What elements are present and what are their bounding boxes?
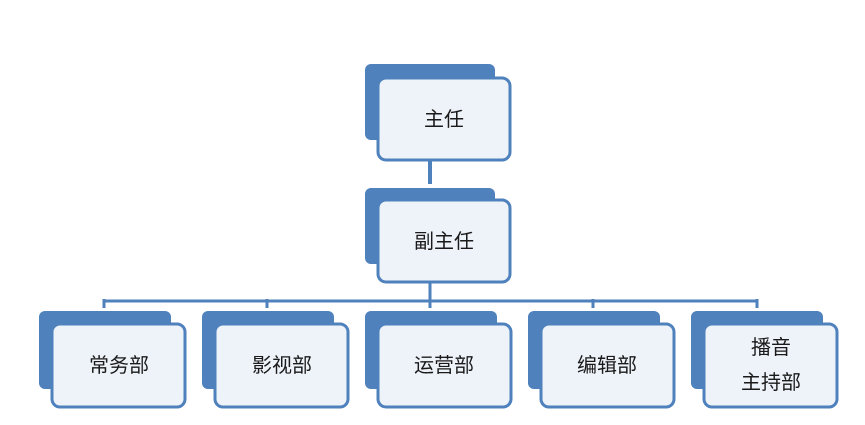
department-node-card	[213, 322, 350, 409]
connectors	[102, 160, 759, 308]
department-node-card	[376, 322, 513, 409]
deputy-node: 副主任	[365, 188, 512, 284]
department-node-3: 运营部	[365, 311, 513, 409]
root-node-card	[376, 76, 512, 162]
department-node-2: 影视部	[202, 311, 350, 409]
deputy-node-label: 副主任	[414, 229, 474, 253]
department-label: 常务部	[89, 353, 149, 377]
deputy-node-card	[376, 198, 512, 284]
root-node-label: 主任	[424, 107, 464, 131]
department-label: 影视部	[252, 353, 312, 377]
department-label: 运营部	[414, 353, 474, 377]
root-node: 主任	[365, 64, 512, 162]
department-node-4: 编辑部	[528, 311, 676, 409]
department-label-line-1: 播音	[751, 335, 791, 359]
department-node-1: 常务部	[39, 311, 187, 409]
department-node-card	[539, 322, 676, 409]
department-label-line-2: 主持部	[741, 370, 801, 394]
department-node-5: 播音 主持部	[691, 311, 839, 409]
department-node-card	[702, 322, 839, 409]
department-label: 编辑部	[577, 353, 637, 377]
department-node-card	[50, 322, 187, 409]
